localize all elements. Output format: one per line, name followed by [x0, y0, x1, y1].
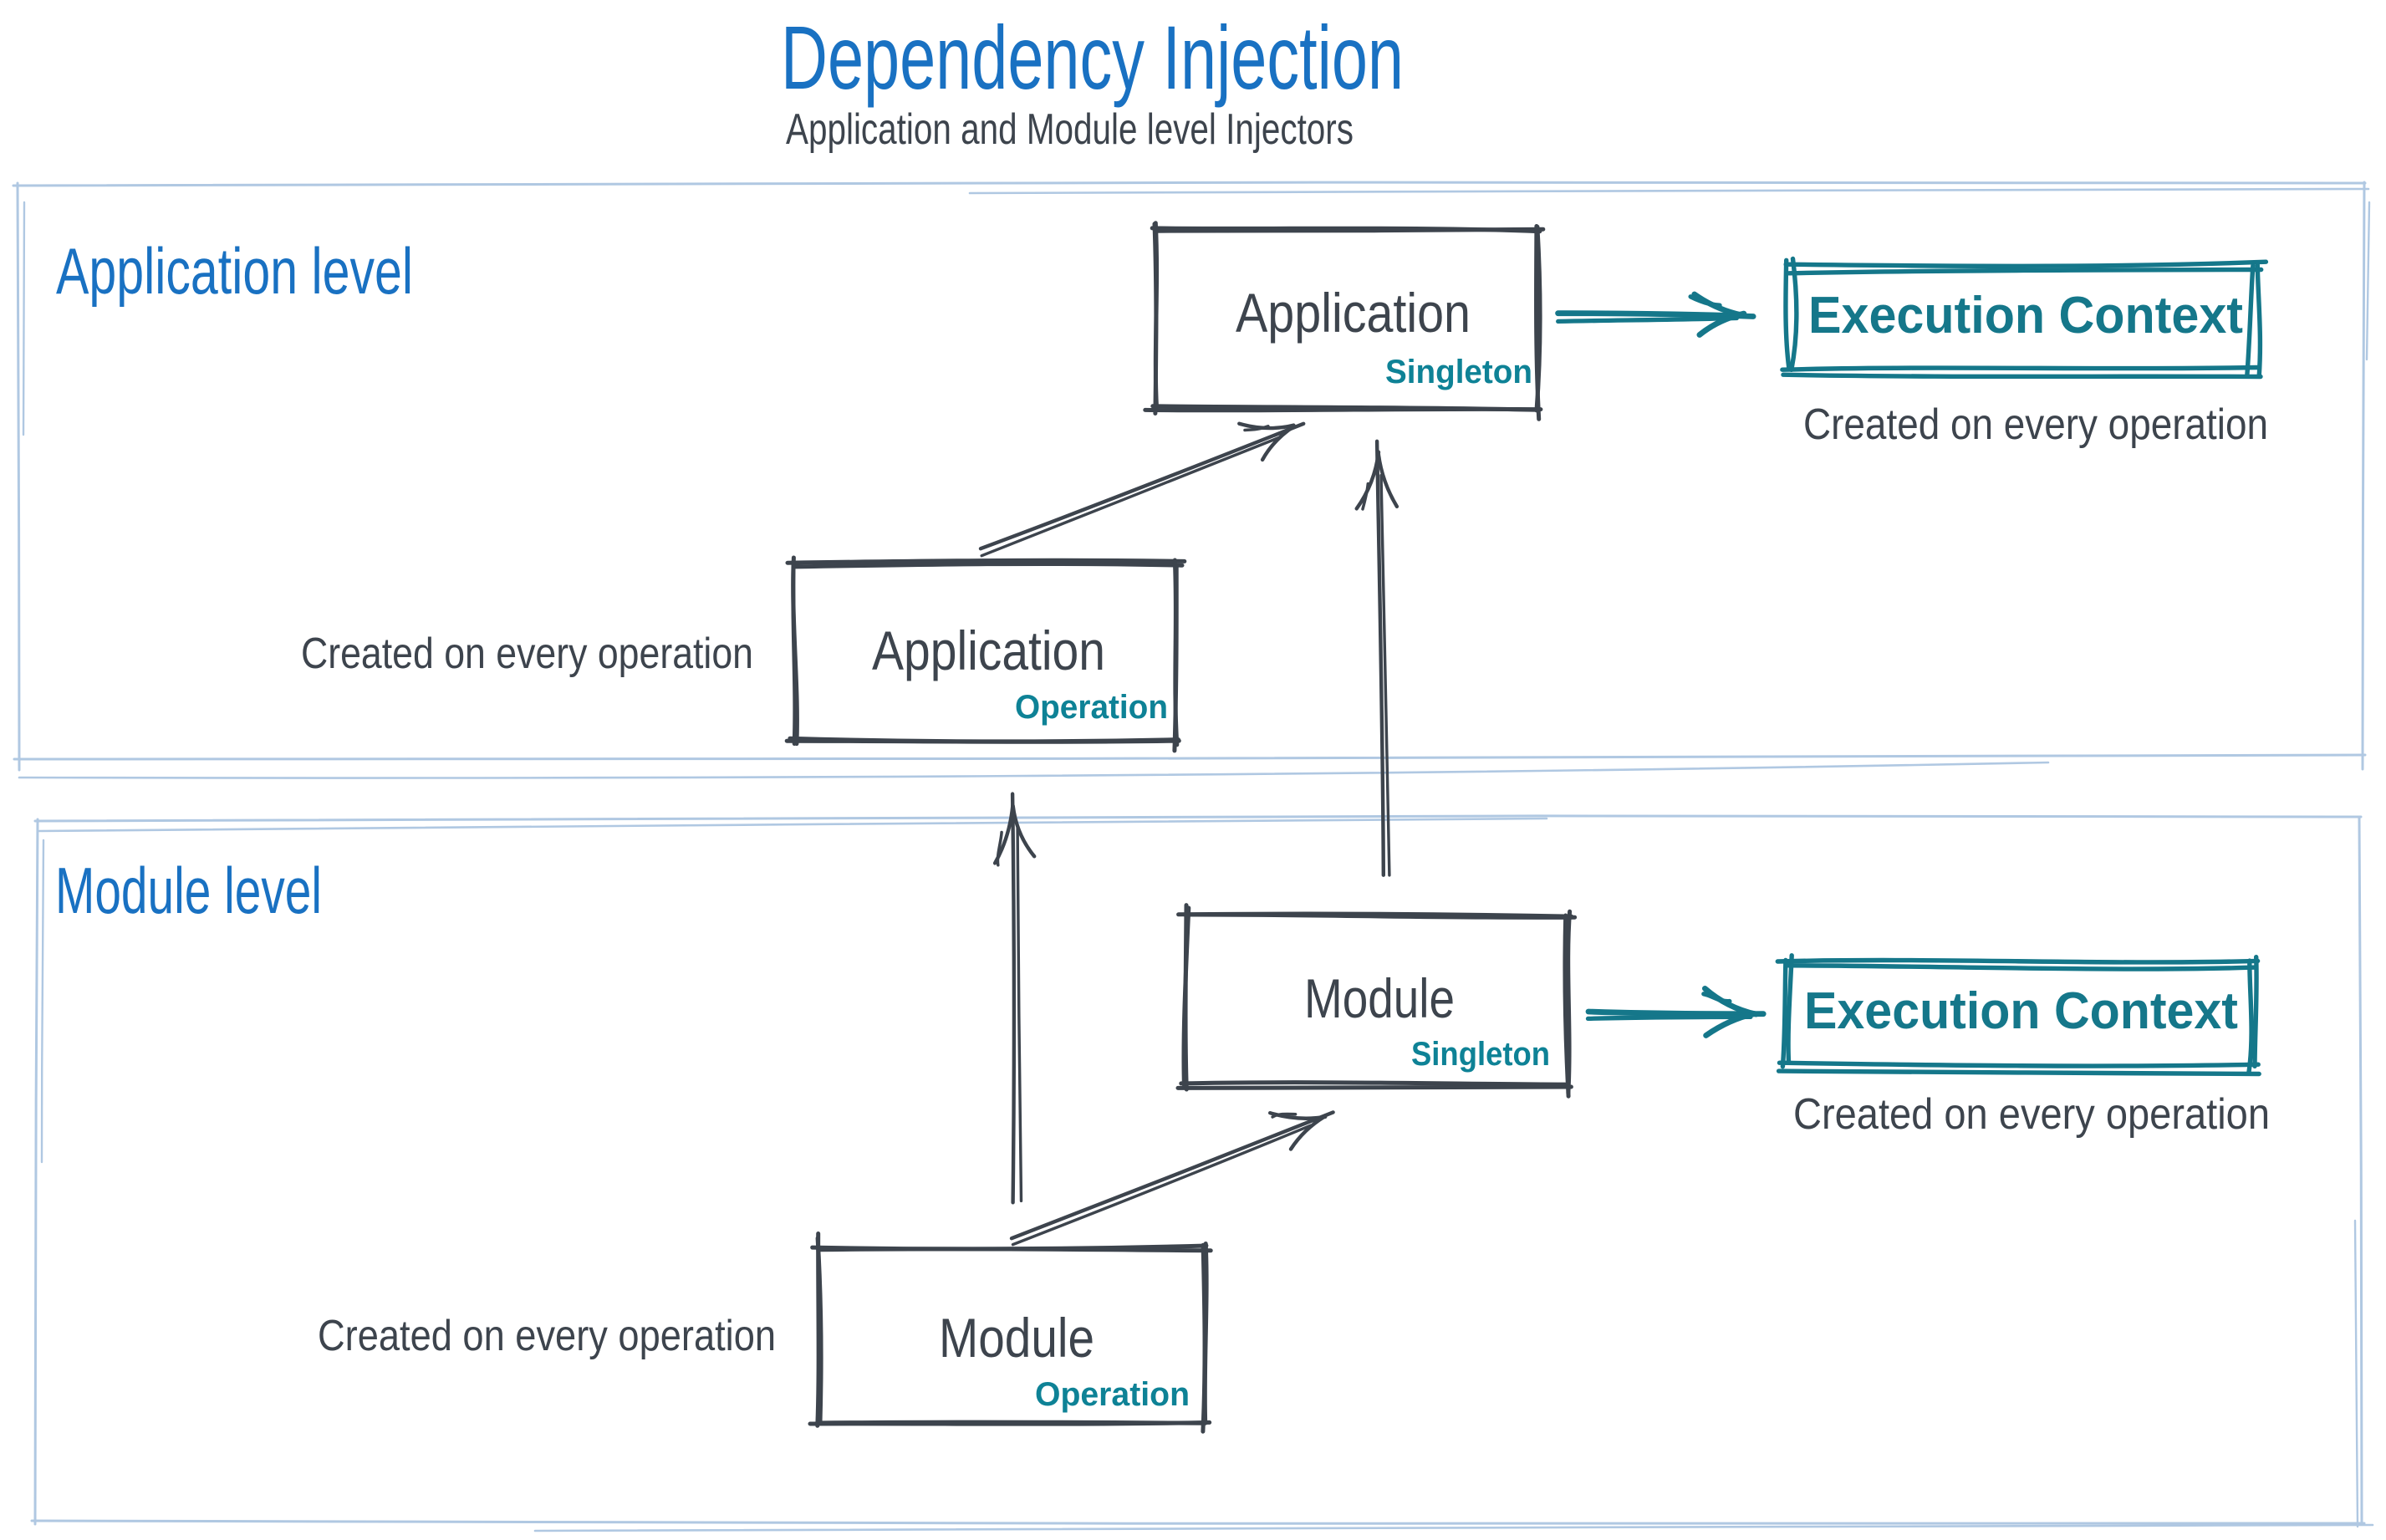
- svg-text:Created on every operation: Created on every operation: [318, 1312, 776, 1360]
- svg-text:Operation: Operation: [1035, 1376, 1190, 1413]
- svg-text:Execution Context: Execution Context: [1804, 982, 2238, 1040]
- svg-text:Module: Module: [1304, 967, 1455, 1029]
- svg-text:Application and Module level I: Application and Module level Injectors: [786, 105, 1354, 154]
- svg-text:Dependency Injection: Dependency Injection: [781, 7, 1404, 108]
- svg-text:Singleton: Singleton: [1385, 354, 1532, 390]
- svg-text:Singleton: Singleton: [1411, 1036, 1550, 1073]
- svg-text:Module level: Module level: [55, 854, 322, 927]
- svg-text:Created on every operation: Created on every operation: [1793, 1090, 2270, 1139]
- svg-text:Created on every operation: Created on every operation: [1803, 400, 2268, 449]
- svg-text:Application: Application: [872, 620, 1105, 681]
- svg-text:Module: Module: [939, 1307, 1094, 1369]
- svg-text:Application level: Application level: [56, 234, 413, 308]
- svg-text:Created on every operation: Created on every operation: [301, 630, 753, 678]
- svg-text:Operation: Operation: [1015, 689, 1168, 726]
- svg-text:Execution Context: Execution Context: [1808, 287, 2243, 344]
- svg-text:Application: Application: [1236, 282, 1471, 344]
